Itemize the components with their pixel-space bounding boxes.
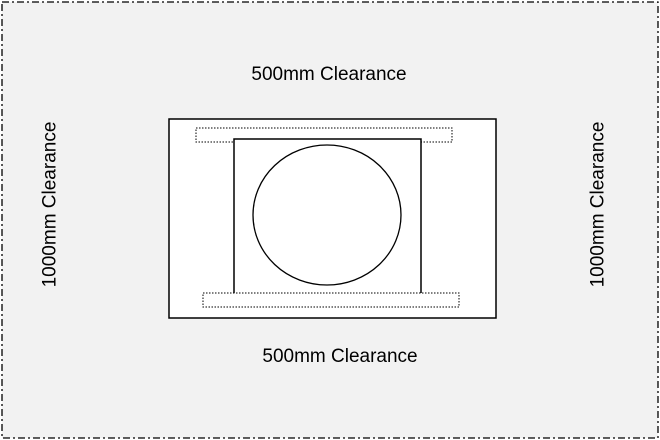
bottom-rail [202, 292, 460, 308]
top-clearance-label: 500mm Clearance [251, 64, 407, 85]
bottom-clearance-label: 500mm Clearance [262, 346, 418, 367]
right-clearance-label: 1000mm Clearance [587, 121, 609, 288]
left-clearance-label: 1000mm Clearance [39, 121, 61, 288]
drum-circle [252, 144, 402, 286]
